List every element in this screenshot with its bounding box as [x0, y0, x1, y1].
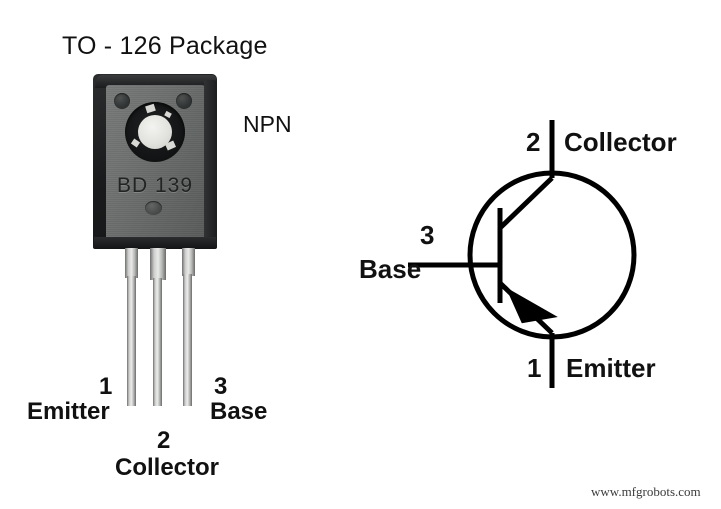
symbol-emitter-label: Emitter: [566, 353, 656, 383]
package-right-edge: [204, 80, 217, 246]
symbol-base-number: 3: [420, 220, 435, 250]
symbol-emitter-number: 1: [527, 353, 542, 383]
lead-2-upper: [150, 248, 166, 280]
package-bottom-rim: [94, 237, 216, 249]
symbol-collector-number: 2: [526, 127, 541, 157]
lead-3: [183, 274, 192, 406]
package-dimple-top-right: [176, 93, 192, 109]
part-marking-text: BD 139: [116, 174, 194, 197]
pin-2-label: Collector: [115, 454, 220, 481]
pin-3-label: Base: [210, 398, 268, 425]
lead-1-upper: [125, 248, 138, 278]
pin-1-number: 1: [99, 373, 113, 400]
symbol-base-label: Base: [359, 254, 422, 284]
package-dimple-bottom: [145, 201, 162, 215]
package-title: TO - 126 Package: [62, 32, 268, 60]
collector-diagonal: [498, 176, 554, 230]
pin-1-label: Emitter: [27, 398, 110, 425]
symbol-svg: [408, 120, 637, 388]
transistor-envelope-circle: [467, 170, 637, 340]
npn-schematic-symbol: [360, 120, 721, 400]
lead-1: [127, 276, 136, 406]
lead-3-upper: [182, 248, 195, 276]
to126-package-image: BD 139: [93, 74, 218, 249]
mounting-hole-center: [138, 115, 172, 149]
lead-2: [153, 278, 162, 406]
pin-2-number: 2: [157, 427, 171, 454]
npn-label: NPN: [243, 111, 292, 137]
pin-3-number: 3: [214, 373, 228, 400]
symbol-collector-label: Collector: [564, 127, 677, 157]
emitter-arrow-npn: [505, 287, 558, 324]
package-dimple-top-left: [114, 93, 130, 109]
site-watermark: www.mfgrobots.com: [591, 484, 701, 499]
